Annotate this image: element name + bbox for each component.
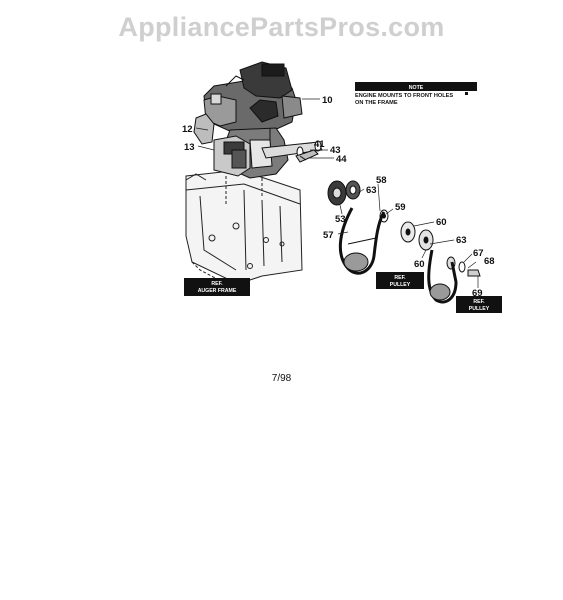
callout-57-a: 57 (323, 230, 334, 241)
ref-pulley-b-line-2: PULLEY (469, 306, 490, 312)
callout-53-a: 53 (335, 214, 346, 225)
callout-63-b: 63 (456, 235, 467, 246)
ref-pulley-a-line-2: PULLEY (390, 282, 411, 288)
revision-date: 7/98 (271, 373, 292, 384)
ref-auger-frame-line-2: AUGER FRAME (198, 288, 237, 294)
ref-pulley-b-line-1: REF. (473, 299, 485, 305)
callout-67: 67 (473, 248, 484, 259)
callout-44: 44 (336, 154, 347, 165)
note-line-1: ENGINE MOUNTS TO FRONT HOLES (355, 93, 453, 99)
callout-13: 13 (184, 142, 195, 153)
ref-auger-frame-box (184, 278, 250, 296)
callout-41: 41 (314, 139, 325, 150)
engine-drawing (193, 61, 303, 179)
note-heading-box (355, 82, 477, 91)
callout-59: 59 (395, 202, 406, 213)
callout-43: 43 (330, 145, 341, 156)
callout-68: 68 (484, 256, 495, 267)
callout-10: 10 (322, 95, 333, 106)
callout-63-a: 63 (366, 185, 377, 196)
note-bullet (465, 92, 468, 95)
ref-pulley-box-b (456, 296, 502, 313)
callout-69: 69 (472, 288, 483, 299)
callout-60-b: 60 (414, 259, 425, 270)
ref-auger-frame-line-1: REF. (211, 281, 223, 287)
note-heading: NOTE (409, 85, 424, 91)
callout-58: 58 (376, 175, 387, 186)
ref-pulley-box-a (376, 272, 424, 289)
ref-pulley-a-line-1: REF. (394, 275, 406, 281)
callout-60-a: 60 (436, 217, 447, 228)
callout-12: 12 (182, 124, 193, 135)
auger-frame-drawing (185, 169, 303, 291)
note-line-2: ON THE FRAME (355, 100, 398, 106)
belts-drawing (338, 207, 458, 304)
watermark-text: AppliancePartsPros.com (118, 12, 445, 42)
shaft-drawing (261, 140, 323, 163)
leader-lines (195, 98, 479, 288)
